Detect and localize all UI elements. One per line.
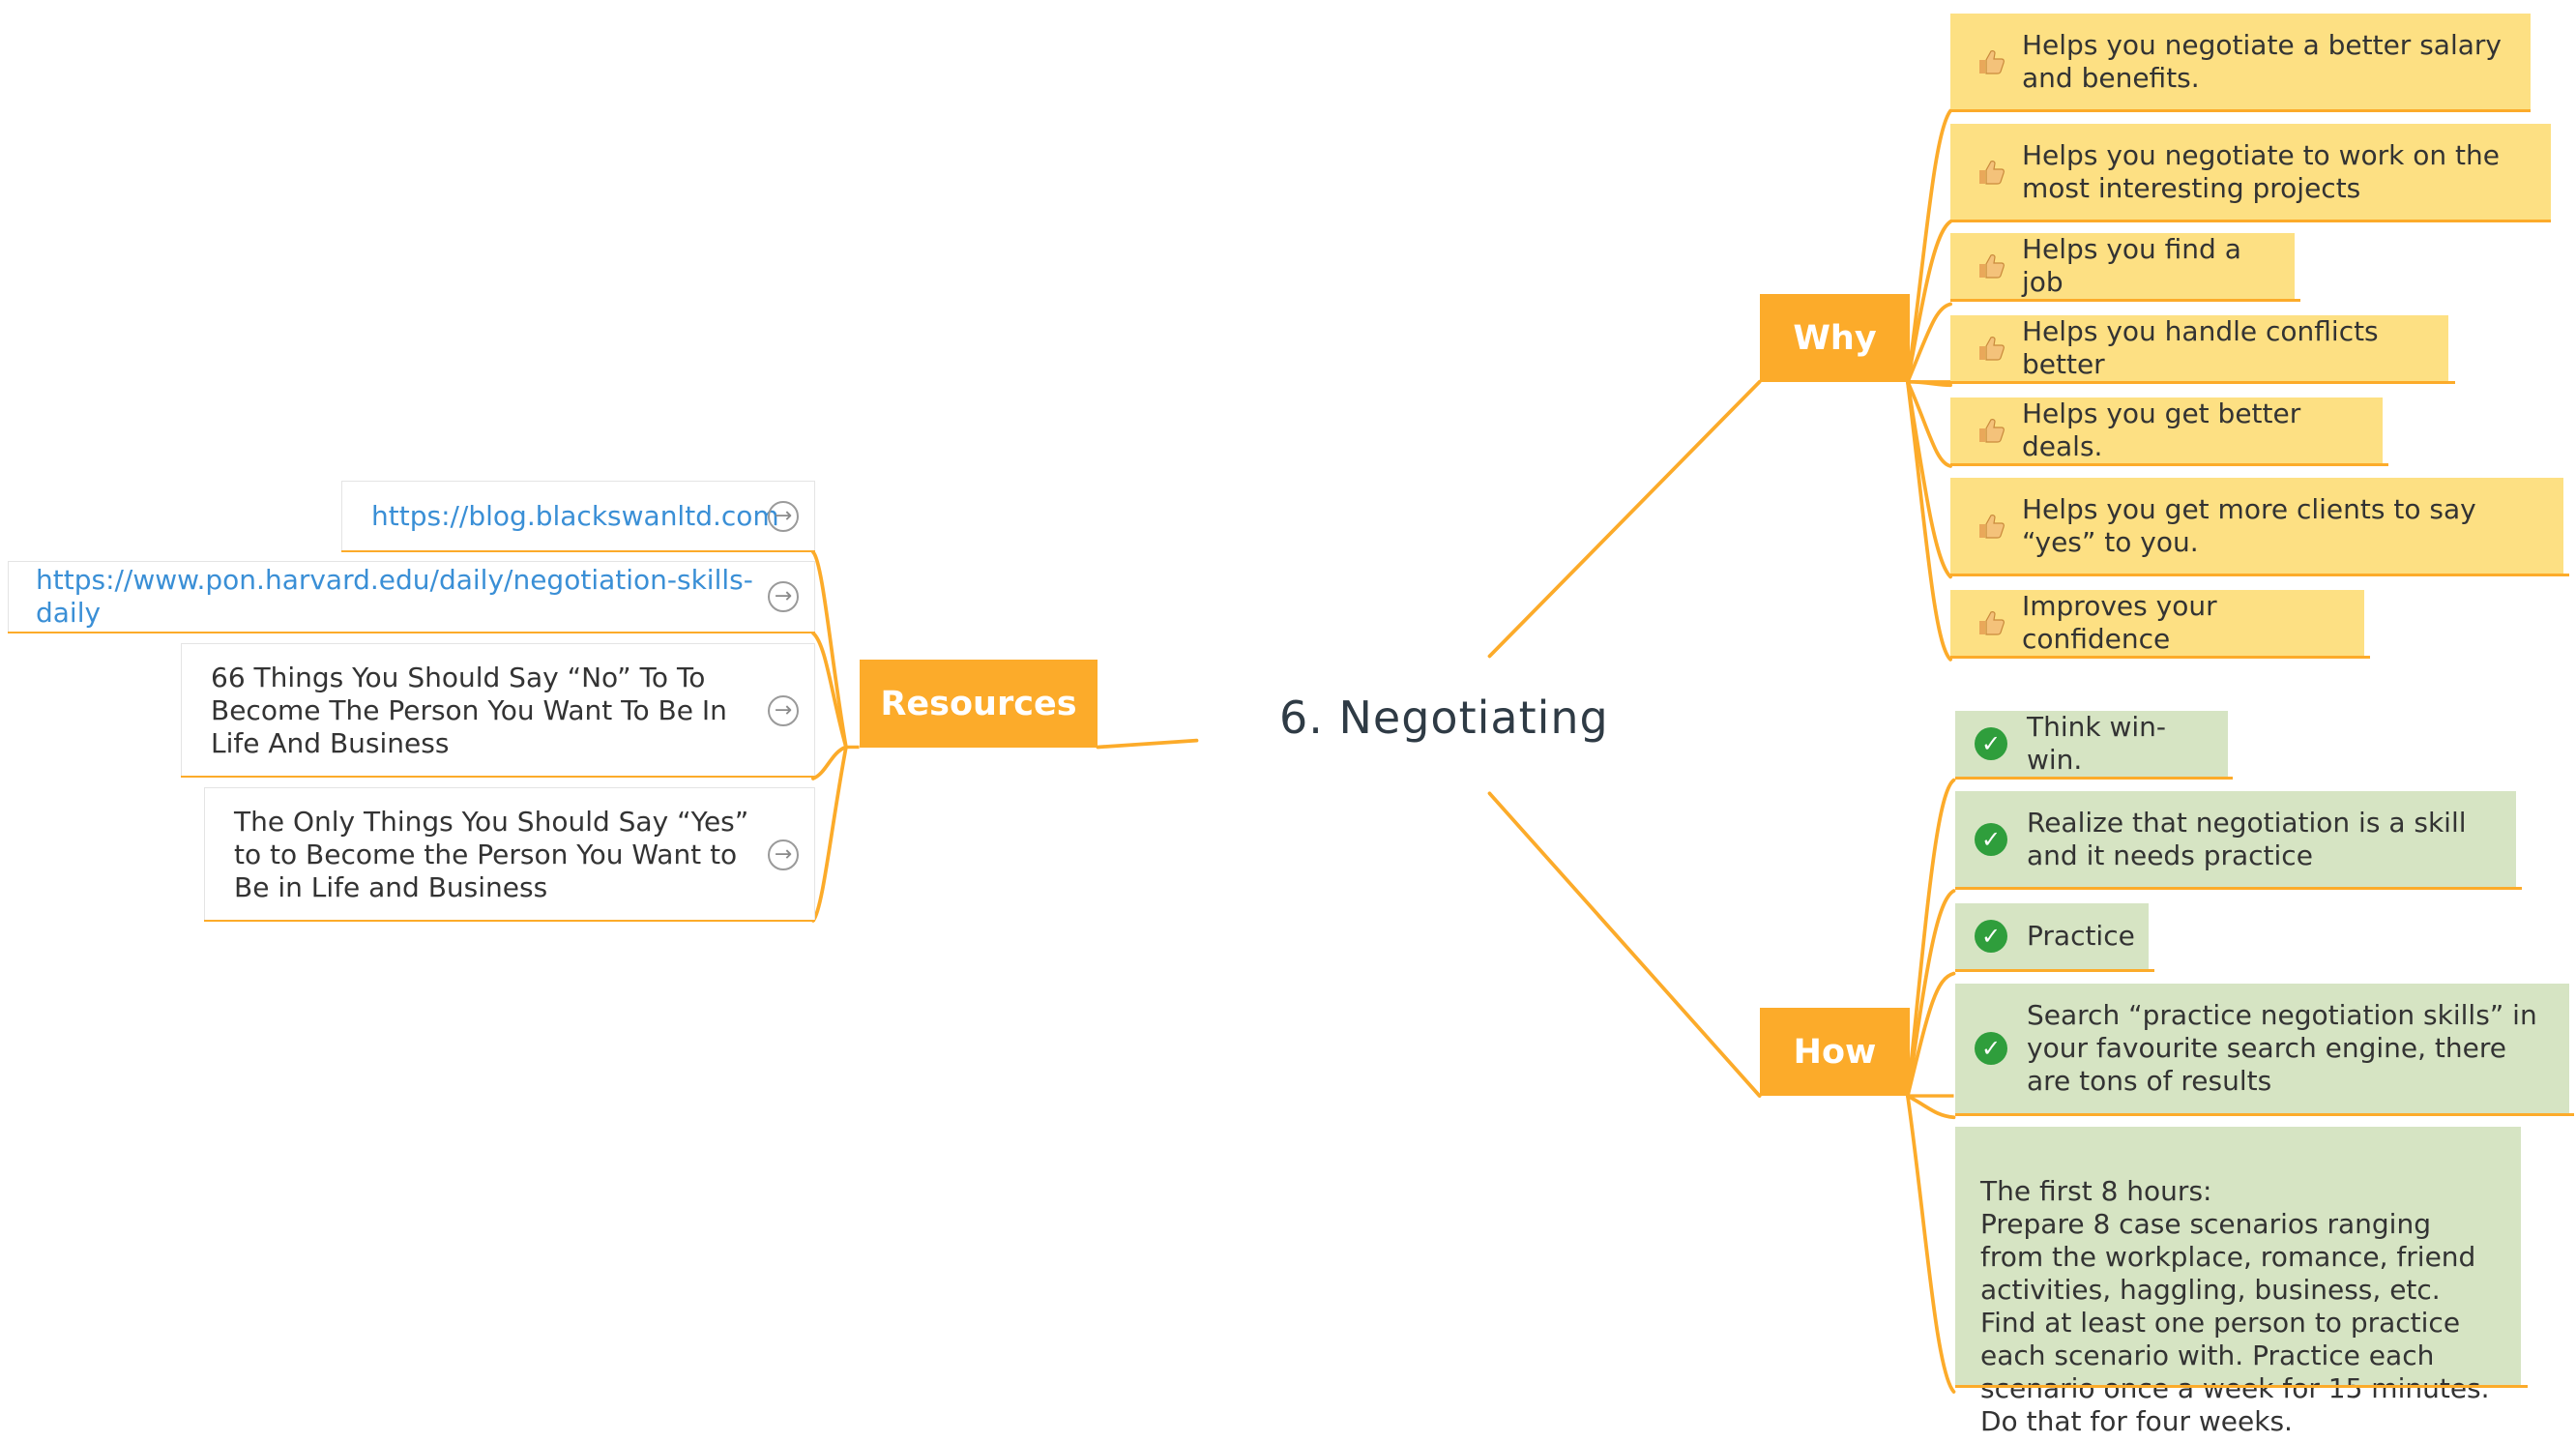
connector-why-2 bbox=[1905, 220, 1952, 384]
arrow-right-circle-icon[interactable]: → bbox=[768, 501, 799, 532]
why-item-label: Helps you negotiate a better salary and … bbox=[2022, 28, 2502, 94]
how-item[interactable]: ✓ Realize that negotiation is a skill an… bbox=[1955, 791, 2516, 887]
thumbs-up-icon bbox=[1976, 333, 2006, 364]
why-item-underline bbox=[1950, 299, 2300, 302]
why-item[interactable]: Helps you negotiate a better salary and … bbox=[1950, 14, 2531, 109]
how-note-text: The first 8 hours: Prepare 8 case scenar… bbox=[1980, 1175, 2490, 1437]
thumbs-up-icon bbox=[1976, 415, 2006, 446]
thumbs-up-icon bbox=[1976, 157, 2006, 188]
thumbs-up-icon bbox=[1976, 511, 2006, 542]
resource-link[interactable]: https://www.pon.harvard.edu/daily/negoti… bbox=[8, 561, 815, 633]
resource-link-label: https://www.pon.harvard.edu/daily/negoti… bbox=[36, 564, 753, 629]
how-item[interactable]: ✓ Think win-win. bbox=[1955, 711, 2228, 777]
why-item-label: Helps you get more clients to say “yes” … bbox=[2022, 492, 2476, 558]
connector-how-1 bbox=[1905, 778, 1956, 1098]
connector-why-3 bbox=[1905, 302, 1952, 384]
resource-underline bbox=[204, 920, 815, 922]
why-item-label: Helps you handle conflicts better bbox=[2022, 315, 2379, 380]
resource-underline bbox=[341, 550, 815, 552]
main-topic-why[interactable]: Why bbox=[1760, 294, 1910, 382]
why-item-label: Helps you negotiate to work on the most … bbox=[2022, 138, 2500, 204]
connector-how-2 bbox=[1905, 889, 1956, 1098]
connector-why-6 bbox=[1905, 379, 1952, 579]
how-note[interactable]: The first 8 hours: Prepare 8 case scenar… bbox=[1955, 1127, 2521, 1437]
resource-item-label: 66 Things You Should Say “No” To To Beco… bbox=[211, 661, 727, 759]
arrow-right-circle-icon[interactable]: → bbox=[768, 839, 799, 870]
main-topic-resources-label: Resources bbox=[880, 684, 1077, 723]
connector-res-2 bbox=[811, 631, 848, 750]
why-item-underline bbox=[1950, 463, 2388, 466]
connector-how-5 bbox=[1905, 1094, 1956, 1394]
how-item[interactable]: ✓ Search “practice negotiation skills” i… bbox=[1955, 984, 2569, 1113]
why-item-underline bbox=[1950, 574, 2569, 576]
connector-res-3 bbox=[811, 745, 848, 780]
why-item[interactable]: Helps you find a job bbox=[1950, 233, 2295, 299]
thumbs-up-icon bbox=[1976, 250, 2006, 281]
why-item-underline bbox=[1950, 656, 2370, 659]
connector-how bbox=[1487, 791, 1762, 1098]
thumbs-up-icon bbox=[1976, 607, 2006, 638]
why-item[interactable]: Helps you negotiate to work on the most … bbox=[1950, 124, 2551, 220]
how-note-underline bbox=[1955, 1385, 2528, 1388]
why-item-underline bbox=[1950, 381, 2455, 384]
main-topic-how-label: How bbox=[1793, 1032, 1877, 1072]
thumbs-up-icon bbox=[1976, 46, 2006, 77]
arrow-right-circle-icon[interactable]: → bbox=[768, 581, 799, 612]
resource-item-label: The Only Things You Should Say “Yes” to … bbox=[234, 805, 749, 903]
why-item-label: Helps you get better deals. bbox=[2022, 398, 2301, 462]
main-topic-how[interactable]: How bbox=[1760, 1008, 1910, 1096]
how-item-underline bbox=[1955, 777, 2233, 780]
how-item-underline bbox=[1955, 969, 2154, 972]
check-circle-icon: ✓ bbox=[1975, 727, 2007, 760]
how-item-underline bbox=[1955, 887, 2522, 890]
resource-underline bbox=[8, 632, 815, 633]
resource-item[interactable]: The Only Things You Should Say “Yes” to … bbox=[204, 787, 815, 922]
why-item[interactable]: Helps you handle conflicts better bbox=[1950, 315, 2448, 381]
main-topic-resources[interactable]: Resources bbox=[860, 660, 1098, 748]
how-item-label: Think win-win. bbox=[2027, 711, 2167, 776]
why-item-label: Helps you find a job bbox=[2022, 233, 2241, 298]
connector-why-4 bbox=[1905, 379, 1952, 388]
check-circle-icon: ✓ bbox=[1975, 920, 2007, 953]
connector-how-3 bbox=[1905, 971, 1956, 1098]
arrow-right-circle-icon[interactable]: → bbox=[768, 694, 799, 726]
connector-why bbox=[1487, 379, 1762, 659]
how-item-label: Realize that negotiation is a skill and … bbox=[2027, 806, 2467, 871]
how-item-label: Practice bbox=[2027, 920, 2135, 952]
resource-link[interactable]: https://blog.blackswanltd.com → bbox=[341, 481, 815, 552]
why-item-underline bbox=[1950, 109, 2531, 112]
how-item[interactable]: ✓ Practice bbox=[1955, 903, 2149, 969]
connector-res-4 bbox=[811, 745, 848, 923]
resource-item[interactable]: 66 Things You Should Say “No” To To Beco… bbox=[181, 643, 815, 778]
connector-why-5 bbox=[1905, 379, 1952, 468]
why-item-underline bbox=[1950, 220, 2551, 222]
check-circle-icon: ✓ bbox=[1975, 1032, 2007, 1065]
why-item[interactable]: Helps you get more clients to say “yes” … bbox=[1950, 478, 2563, 574]
check-circle-icon: ✓ bbox=[1975, 822, 2007, 856]
connector-how-4 bbox=[1905, 1094, 1956, 1120]
why-item[interactable]: Improves your confidence bbox=[1950, 590, 2364, 656]
resource-underline bbox=[181, 776, 815, 778]
connector-why-7 bbox=[1905, 379, 1952, 662]
connector-res-1 bbox=[811, 549, 848, 750]
how-item-label: Search “practice negotiation skills” in … bbox=[2027, 999, 2537, 1097]
central-topic[interactable]: 6. Negotiating bbox=[1279, 692, 1609, 744]
why-item[interactable]: Helps you get better deals. bbox=[1950, 398, 2383, 463]
main-topic-why-label: Why bbox=[1793, 318, 1877, 358]
resource-link-label: https://blog.blackswanltd.com bbox=[371, 500, 779, 532]
why-item-label: Improves your confidence bbox=[2022, 590, 2217, 655]
connector-resources bbox=[1096, 738, 1199, 750]
connector-why-1 bbox=[1905, 108, 1952, 384]
how-item-underline bbox=[1955, 1113, 2574, 1116]
